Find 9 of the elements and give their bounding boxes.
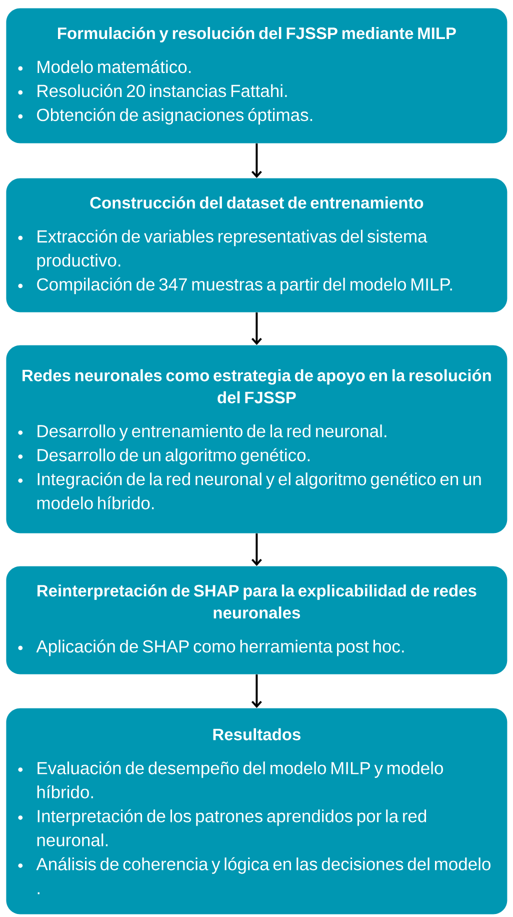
process-box: Construcción del dataset de entrenamiento Extracción de variables representativas del sistema productivo. Compilación de 347 muestras a partir del modelo MILP. [6,178,508,312]
process-box: Resultados Evaluación de desempeño del modelo MILP y modelo híbrido. Interpretación de los patrones aprendidos por la red neuronal. Análisis de coherencia y lógica en las decisiones del modelo . [6,708,508,914]
arrow [251,143,262,178]
process-box: Formulación y resolución del FJSSP mediante MILP Modelo matemático. Resolución 20 instancias Fattahi. Obtención de asignaciones óptimas. [6,8,508,144]
arrow [251,312,262,345]
arrow [251,533,262,566]
process-box: Reinterpretación de SHAP para la explicabilidad de redes neuronales Aplicación de SHAP como herramienta post hoc. [6,566,508,674]
process-box: Redes neuronales como estrategia de apoyo en la resolución del FJSSP Desarrollo y entrenamiento de la red neuronal. Desarrollo de un algoritmo genético. Integración de la red neuronal y el algoritmo genético en un modelo híbrido. [6,345,508,534]
arrow [251,674,262,708]
